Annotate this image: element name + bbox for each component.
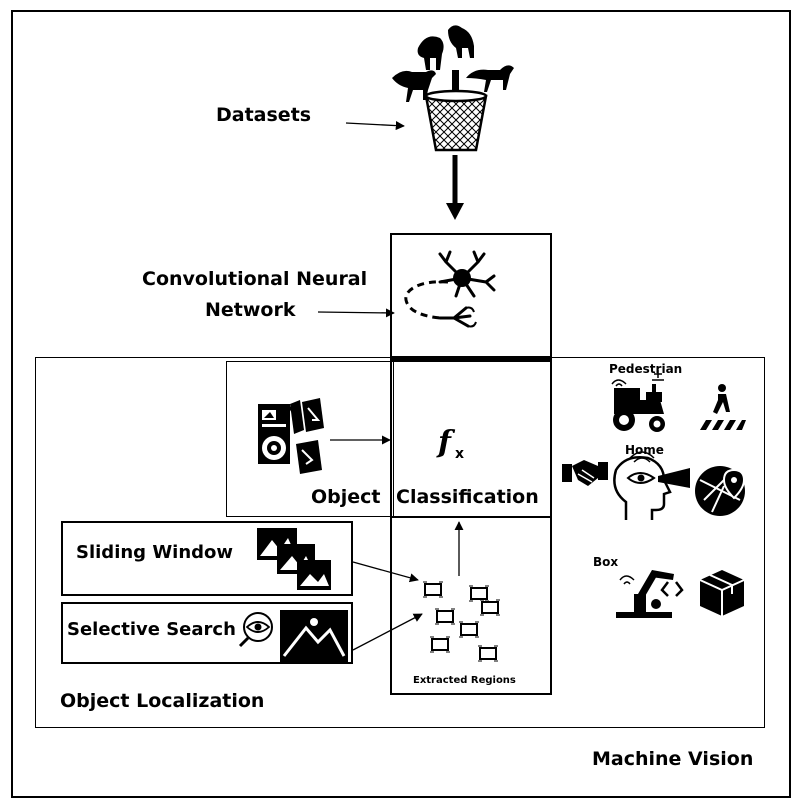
svg-text:f: f — [436, 425, 456, 460]
divider-bar — [390, 356, 552, 362]
basket-icon — [424, 89, 488, 152]
package-box-icon — [699, 570, 745, 616]
classification-label: Classification — [396, 486, 539, 508]
cnn-label-line2: Network — [205, 299, 296, 321]
handshake-icon — [562, 460, 608, 486]
box-label: Box — [593, 555, 619, 569]
robot-arm-icon — [616, 570, 684, 618]
map-pin-icon — [695, 466, 746, 516]
neuron-icon — [404, 250, 496, 328]
extracted-regions-label: Extracted Regions — [413, 675, 516, 686]
eye-search-icon — [238, 612, 273, 648]
selective-search-label: Selective Search — [67, 619, 236, 640]
selective-search-box — [61, 602, 353, 664]
pedestrian-crossing-icon — [700, 384, 746, 430]
datasets-label: Datasets — [216, 104, 312, 126]
function-fx-icon: f x — [436, 425, 464, 462]
outer-frame — [11, 10, 791, 798]
svg-text:x: x — [286, 401, 294, 415]
object-localization-label: Object Localization — [60, 690, 265, 712]
picture-icon — [280, 610, 348, 662]
animal-silhouettes-icon — [392, 25, 514, 102]
head-vision-icon — [613, 451, 690, 520]
object-frame — [226, 361, 394, 517]
sliding-window-images-icon — [257, 528, 331, 590]
image-collection-icon: x — [258, 398, 324, 474]
pedestrian-label: Pedestrian — [609, 362, 683, 376]
svg-text:x: x — [455, 446, 464, 462]
cnn-label-line1: Convolutional Neural — [142, 268, 368, 290]
sliding-window-box — [61, 521, 353, 596]
sliding-window-label: Sliding Window — [76, 542, 234, 563]
extracted-region-ticks — [423, 581, 500, 662]
extracted-region-boxes — [424, 583, 499, 660]
extracted-regions-box — [390, 516, 552, 695]
tractor-icon — [611, 370, 665, 432]
machine-vision-label: Machine Vision — [592, 748, 754, 770]
object-label: Object — [311, 486, 381, 508]
